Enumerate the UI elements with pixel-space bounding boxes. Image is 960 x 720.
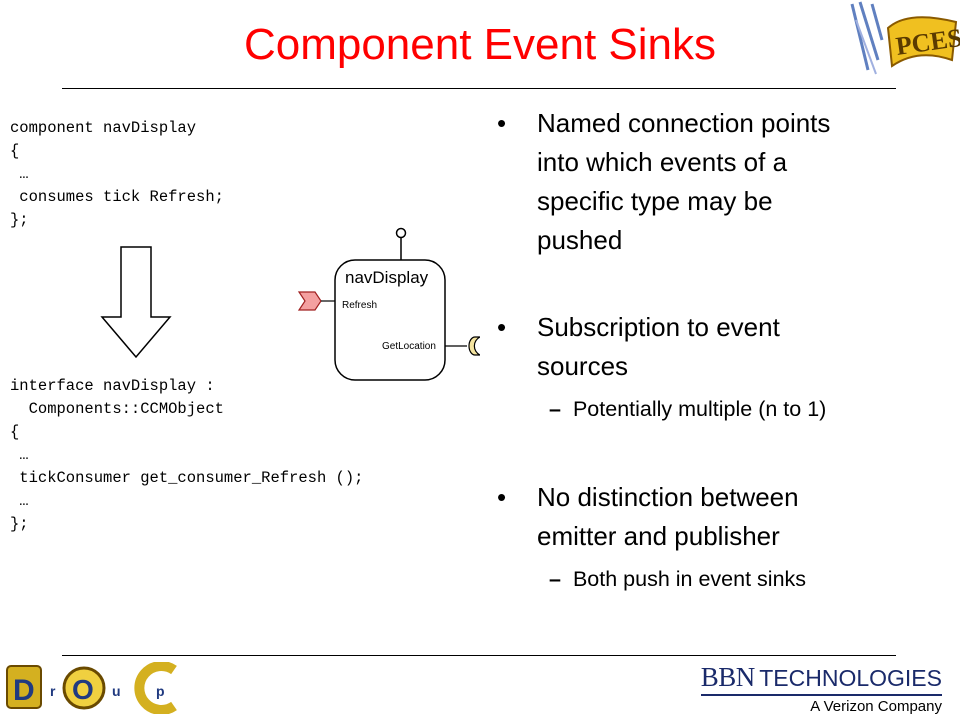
pces-logo: PCES [848,0,960,86]
bbn-logo: BBN TECHNOLOGIES A Verizon Company [700,662,942,715]
bbn-logo-tech: TECHNOLOGIES [759,665,942,691]
component-body [334,259,446,381]
sub-bullet-dash: – [549,397,561,421]
doc-logo-letter: p [156,683,165,699]
code-line: { [10,423,20,441]
component-name-label: navDisplay [345,268,429,287]
doc-group-logo: D r O u p C [6,662,177,714]
code-line: Components::CCMObject [10,400,224,418]
sub-bullet-item: –Both push in event sinks [549,564,806,594]
code-line: … [10,446,29,464]
interface-idl-code: interface navDisplay : Components::CCMOb… [10,375,363,536]
code-line: consumes tick Refresh; [10,188,224,206]
bullet-line: Subscription to event [537,312,780,342]
bullet-line: emitter and publisher [537,521,780,551]
sub-bullet-text: Potentially multiple (n to 1) [572,397,827,421]
bullet-dot: • [497,108,507,138]
component-diagram: navDisplay Refresh GetLocation [297,227,480,381]
bullet-line: No distinction between [537,482,799,512]
code-line: … [10,492,29,510]
bottom-divider [62,655,896,656]
doc-logo-letter: O [72,674,94,705]
facet-icon [395,227,407,239]
bullet-line: pushed [537,225,623,255]
doc-logo-letter: C [134,701,135,703]
pces-logo-graphic: PCES [850,1,960,75]
bullet-line: Named connection points [537,108,831,138]
sub-bullet-item: –Potentially multiple (n to 1) [549,394,826,424]
bullet-item: • No distinction between emitter and pub… [497,478,799,556]
bbn-logo-rule [700,694,942,696]
bullet-dot: • [497,312,507,342]
verizon-tagline: A Verizon Company [810,698,942,715]
bullet-line: into which events of a [537,147,788,177]
sink-port-label: Refresh [342,300,377,311]
receptacle-port-label: GetLocation [382,341,436,352]
code-line: … [10,165,29,183]
component-idl-code: component navDisplay { … consumes tick R… [10,117,224,232]
code-line: tickConsumer get_consumer_Refresh (); [10,469,364,487]
code-line: }; [10,211,29,229]
down-arrow-icon [100,246,172,359]
code-line: { [10,142,20,160]
bullet-dot: • [497,482,507,512]
bullet-line: specific type may be [537,186,773,216]
bullet-item: • Subscription to event sources [497,308,780,386]
code-line: component navDisplay [10,119,197,137]
doc-logo-letter: D [13,674,35,707]
code-line: interface navDisplay : [10,377,215,395]
bbn-logo-word: BBN [700,662,756,692]
event-sink-icon [297,291,322,311]
slide-title: Component Event Sinks [243,20,717,69]
receptacle-icon [468,336,480,356]
code-line: }; [10,515,29,533]
sub-bullet-dash: – [549,567,561,591]
sub-bullet-text: Both push in event sinks [572,567,807,591]
bullet-item: • Named connection points into which eve… [497,104,830,260]
bullet-line: sources [537,351,629,381]
doc-logo-letter: u [112,683,121,699]
doc-logo-letter: r [50,683,56,699]
top-divider [62,88,896,89]
